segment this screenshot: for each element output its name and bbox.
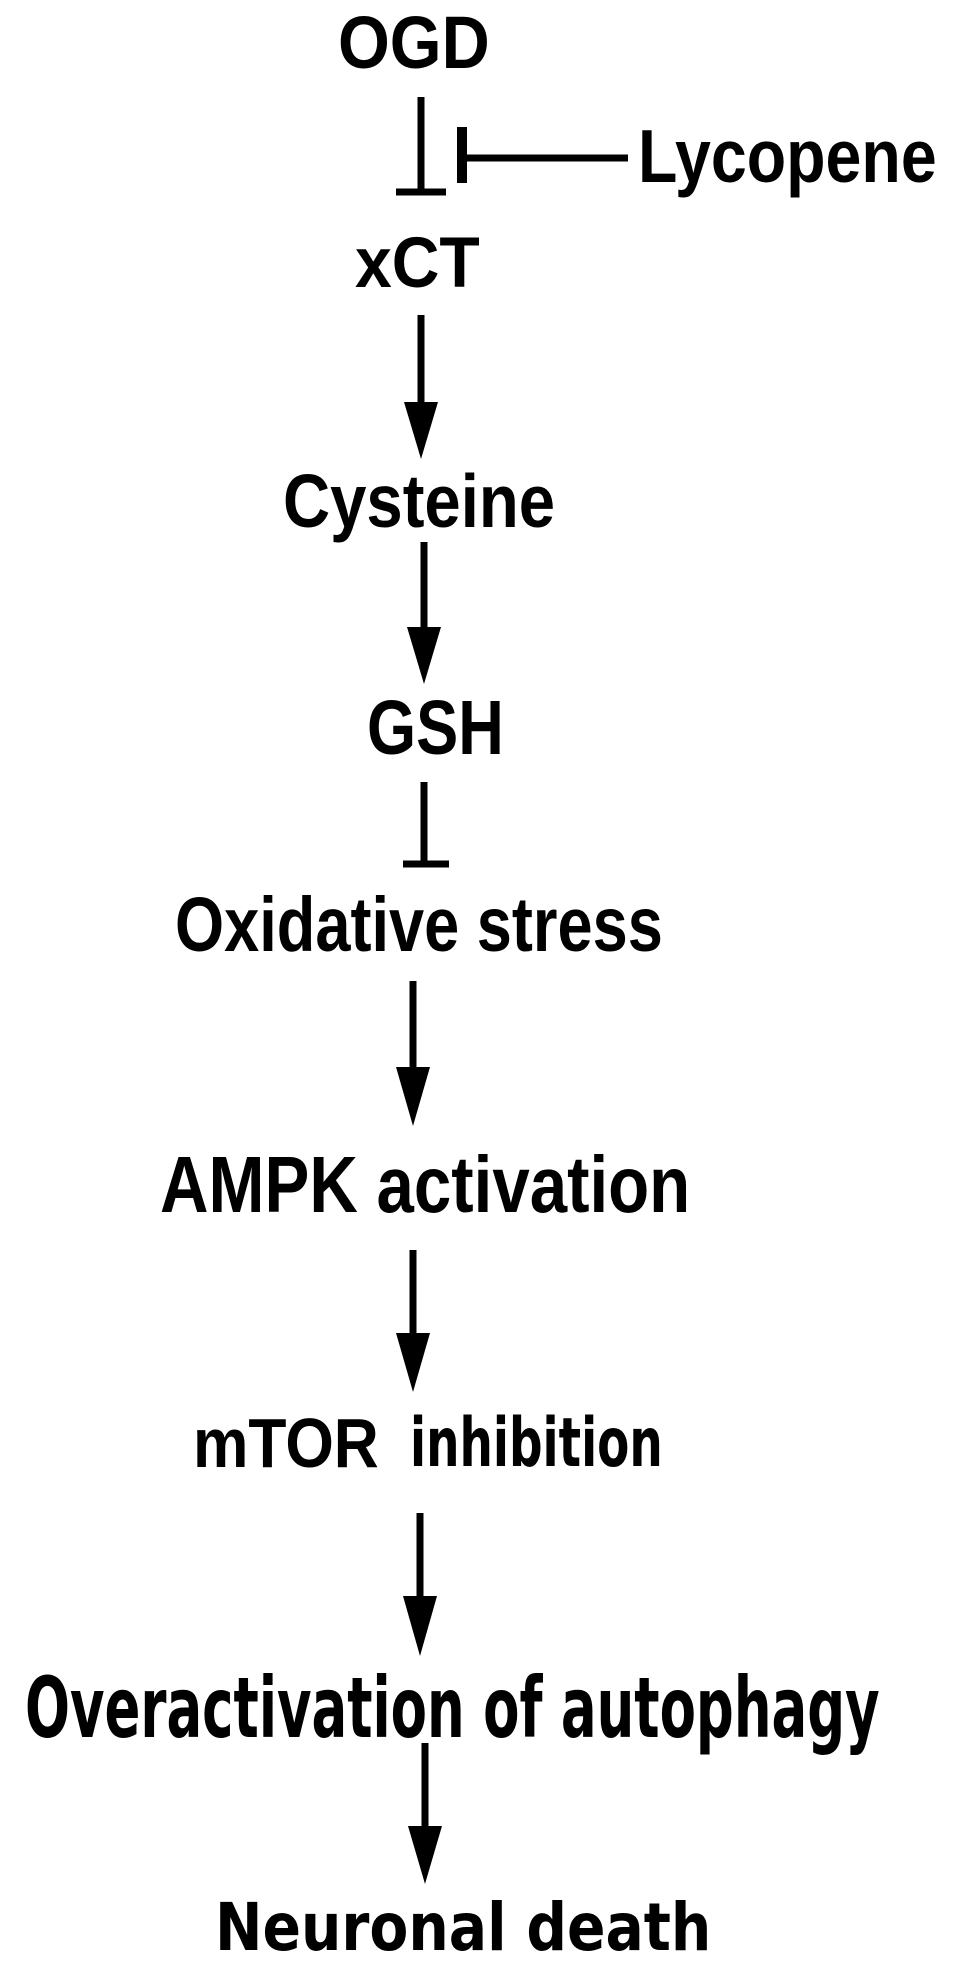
node-mtor-label: mTOR (193, 1404, 379, 1482)
node-xct: xCT (355, 224, 480, 303)
edge-oxidative-ampk-arrowhead (396, 1067, 430, 1126)
node-cysteine: Cysteine (283, 459, 555, 543)
node-overactivation-of-autophagy: Overactivation of autophagy (25, 1659, 880, 1757)
node-neuronal-death: Neuronal death (215, 1889, 712, 1966)
edge-oxidative-ampk-arrow (396, 981, 430, 1126)
edge-cysteine-gsh-arrow (407, 542, 441, 684)
node-lycopene: Lycopene (638, 114, 937, 198)
node-gsh: GSH (367, 685, 504, 771)
edge-mtor-autophagy-arrow (403, 1513, 437, 1656)
node-ogd: OGD (338, 1, 490, 84)
node-inhibition-label: inhibition (410, 1404, 663, 1483)
edge-autophagy-neuronal-arrow (408, 1743, 442, 1884)
edge-ampk-mtor-arrow (396, 1250, 430, 1392)
node-oxidative-stress: Oxidative stress (175, 882, 663, 968)
edge-gsh-oxidative-inhibitor (403, 782, 449, 868)
edge-cysteine-gsh-arrowhead (407, 627, 441, 684)
node-ampk-activation: AMPK activation (160, 1140, 691, 1229)
edge-mtor-autophagy-arrowhead (403, 1596, 437, 1656)
edge-xct-cysteine-arrowhead (404, 402, 438, 459)
edge-lycopene-inhibitor (457, 127, 628, 183)
edge-ampk-mtor-arrowhead (396, 1333, 430, 1392)
edge-autophagy-neuronal-arrowhead (408, 1826, 442, 1884)
edge-xct-cysteine-arrow (404, 315, 438, 459)
edge-ogd-xct-inhibitor (396, 97, 446, 196)
